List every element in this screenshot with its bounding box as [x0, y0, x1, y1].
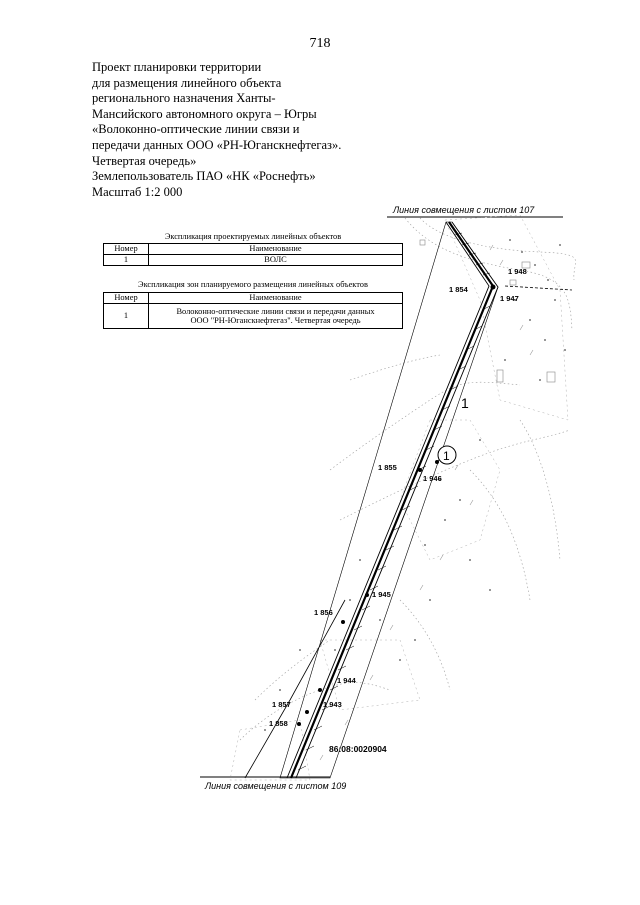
zone-number: 1	[461, 395, 469, 411]
topo-background	[239, 217, 576, 741]
table-cell: Волоконно-оптические линии связи и перед…	[148, 303, 403, 329]
point-label: 1 858	[269, 719, 288, 728]
table-header-row: Номер Наименование	[103, 243, 403, 255]
object-number-circle	[437, 445, 457, 465]
table1: Номер Наименование 1 ВОЛС	[103, 243, 403, 266]
building-outlines	[419, 239, 556, 383]
table-header-cell: Номер	[103, 292, 149, 304]
topo-hatching	[229, 214, 569, 781]
point-label: 1 948	[508, 267, 527, 276]
point-label: 1 855	[378, 463, 397, 472]
table-header-row: Номер Наименование	[103, 292, 403, 304]
table-header-cell: Номер	[103, 243, 149, 255]
cadastral-number: 86:08:0020904	[329, 744, 387, 754]
header-line: Масштаб 1:2 000	[92, 184, 183, 199]
table1-title: Экспликация проектируемых линейных объек…	[164, 232, 342, 241]
table-cell-line: ООО "РН-Юганскнефтегаз". Четвертая очере…	[190, 316, 361, 325]
table-row: 1 Волоконно-оптические линии связи и пер…	[103, 303, 403, 329]
point-label: 1 944	[337, 676, 357, 685]
header-line: передачи данных ООО «РН-Юганскнефтегаз».	[92, 137, 342, 152]
vegetation-marks	[319, 244, 534, 761]
table2: Номер Наименование 1 Волоконно-оптически…	[103, 292, 403, 329]
table-cell: 1	[103, 303, 149, 329]
point-label: 1 943	[323, 700, 342, 709]
header-line: «Волоконно-оптические линии связи и	[92, 122, 300, 137]
table-cell: 1	[103, 254, 149, 266]
point-label: 1 947	[500, 294, 519, 303]
point-label: 1 856	[314, 608, 333, 617]
header-line: Землепользователь ПАО «НК «Роснефть»	[92, 169, 316, 184]
top-match-label: Линия совмещения с листом 107	[392, 205, 535, 215]
parcel-boundary	[244, 285, 573, 779]
header-line: для размещения линейного объекта	[92, 75, 282, 90]
header-line: Проект планировки территории	[92, 60, 262, 74]
header-line: регионального назначения Ханты-	[92, 91, 276, 106]
header-line: Четвертая очередь»	[92, 153, 197, 168]
point-label: 1 946	[423, 474, 442, 483]
table2-title: Экспликация зон планируемого размещения …	[138, 280, 368, 289]
table-header-cell: Наименование	[148, 292, 403, 304]
table-cell-line: Волоконно-оптические линии связи и перед…	[176, 306, 375, 316]
point-label: 1 857	[272, 700, 291, 709]
point-label: 1 945	[372, 590, 391, 599]
page-number: 718	[309, 36, 331, 51]
header-line: Мансийского автономного округа – Югры	[92, 106, 317, 121]
point-label: 1 854	[449, 285, 469, 294]
table-cell: ВОЛС	[148, 254, 403, 266]
header-text: Проект планировки территории для размеще…	[92, 60, 382, 200]
turning-points	[297, 284, 496, 726]
table-row: 1 ВОЛС	[103, 254, 403, 266]
bottom-match-label: Линия совмещения с листом 109	[204, 781, 346, 791]
object-number: 1	[443, 449, 450, 463]
table-header-cell: Наименование	[148, 243, 403, 255]
